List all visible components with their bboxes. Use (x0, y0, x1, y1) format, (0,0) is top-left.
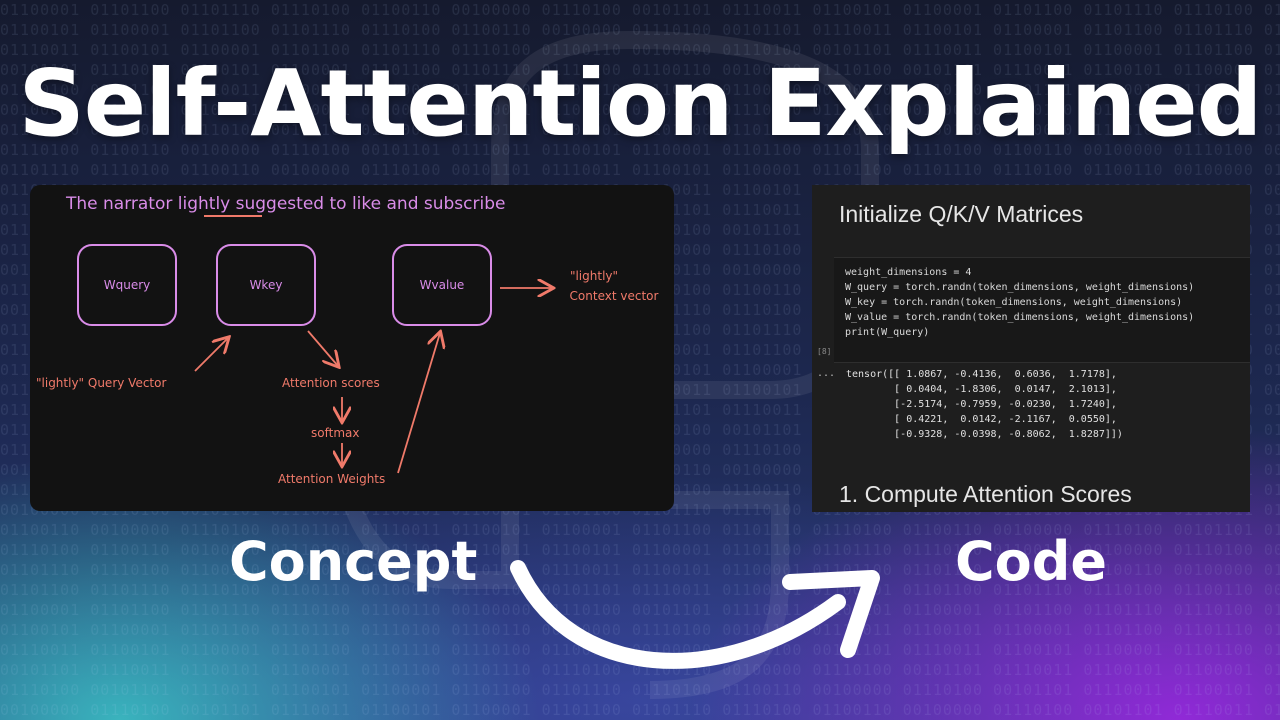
concept-diagram-panel: The narrator lightly suggested to like a… (30, 185, 674, 511)
context-vector-label: Context vector (570, 289, 659, 303)
example-sentence: The narrator lightly suggested to like a… (65, 194, 505, 214)
code-line: W_value = torch.randn(token_dimensions, … (845, 312, 1195, 323)
code-cell[interactable] (834, 257, 1250, 363)
code-line: W_query = torch.randn(token_dimensions, … (845, 282, 1195, 293)
attention-weights-label: Attention Weights (278, 472, 385, 486)
concept-caption: Concept (229, 530, 478, 593)
wkey-box (216, 244, 316, 326)
wvalue-box (392, 244, 492, 326)
code-caption: Code (955, 530, 1108, 593)
wkey-label: Wkey (250, 278, 283, 292)
page-title: Self-Attention Explained (18, 50, 1262, 157)
context-word-label: "lightly" (570, 269, 618, 283)
query-vector-label: "lightly" Query Vector (36, 376, 166, 390)
output-marker[interactable]: ... (817, 368, 836, 379)
wkey-to-scores-arrow (307, 330, 338, 366)
output-line: [ 0.0404, -1.8306, 0.0147, 2.1013], (846, 384, 1117, 395)
wquery-label: Wquery (104, 278, 151, 292)
softmax-label: softmax (311, 426, 359, 440)
notebook-section-title: Initialize Q/K/V Matrices (839, 201, 1084, 227)
weights-to-wvalue-arrow (397, 333, 440, 474)
code-line: print(W_query) (845, 327, 930, 338)
output-line: [-2.5174, -0.7959, -0.0230, 1.7240], (846, 399, 1117, 410)
output-line: tensor([[ 1.0867, -0.4136, 0.6036, 1.717… (846, 369, 1117, 380)
wvalue-label: Wvalue (420, 278, 465, 292)
query-to-wkey-arrow (194, 338, 228, 372)
attention-scores-label: Attention scores (282, 376, 380, 390)
code-line: weight_dimensions = 4 (845, 267, 972, 278)
code-line: W_key = torch.randn(token_dimensions, we… (845, 297, 1183, 308)
next-section-heading: 1. Compute Attention Scores (839, 481, 1132, 507)
notebook-panel: Initialize Q/K/V Matrices weight_dimensi… (812, 185, 1250, 512)
output-line: [-0.9328, -0.0398, -0.8062, 1.8287]]) (846, 429, 1123, 440)
wquery-box (77, 244, 177, 326)
cell-execution-count: [8] (817, 347, 832, 356)
output-line: [ 0.4221, 0.0142, -2.1167, 0.0550], (846, 414, 1117, 425)
